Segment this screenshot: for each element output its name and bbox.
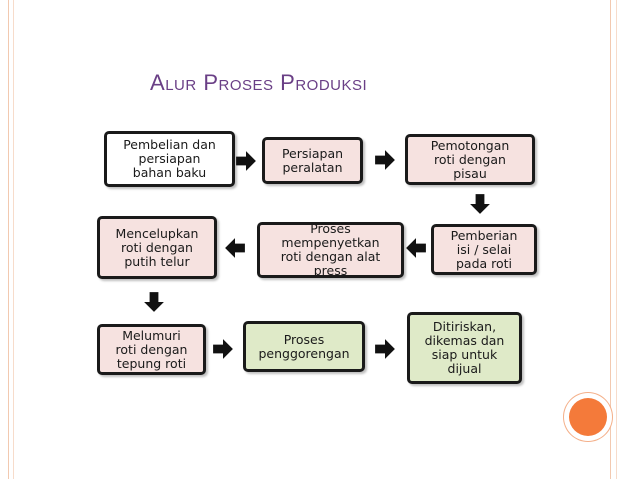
step-pemberian-isi: Pemberian isi / selai pada roti — [431, 224, 537, 275]
decorative-circle — [569, 398, 607, 436]
arrow-right-icon — [236, 151, 256, 171]
step-label: Mencelupkan roti dengan putih telur — [115, 225, 199, 269]
title-rest: ROSES — [218, 77, 274, 94]
step-label: Persiapan peralatan — [281, 145, 344, 175]
left-border-line — [13, 0, 14, 479]
right-border-line — [610, 0, 611, 479]
step-persiapan-peralatan: Persiapan peralatan — [262, 137, 363, 184]
arrow-left-icon — [406, 238, 426, 258]
arrow-down-icon — [470, 194, 490, 214]
step-mencelupkan-roti: Mencelupkan roti dengan putih telur — [97, 216, 217, 279]
title-rest: LUR — [165, 77, 197, 94]
title-initial: A — [150, 70, 166, 95]
step-label: Pembelian dan persiapan bahan baku — [123, 137, 216, 180]
arrow-right-icon — [213, 339, 233, 359]
step-label: Melumuri roti dengan tepung roti — [115, 327, 188, 371]
step-ditiriskan-dikemas: Ditiriskan, dikemas dan siap untuk dijua… — [407, 312, 522, 384]
title-initial: P — [203, 70, 219, 95]
slide-title: ALUR PROSES PRODUKSI — [150, 70, 367, 96]
arrow-down-icon — [144, 292, 164, 312]
step-label: Pemotongan roti dengan pisau — [430, 137, 510, 181]
step-label: Proses mempenyetkan roti dengan alat pre… — [280, 222, 381, 278]
step-pembelian-bahan-baku: Pembelian dan persiapan bahan baku — [104, 131, 235, 187]
left-border-line — [8, 0, 9, 479]
title-rest: RODUKSI — [295, 77, 368, 94]
right-border-line — [616, 0, 617, 479]
step-melumuri-roti: Melumuri roti dengan tepung roti — [97, 324, 206, 375]
step-label: Pemberian isi / selai pada roti — [450, 227, 518, 271]
step-proses-mempenyetkan: Proses mempenyetkan roti dengan alat pre… — [257, 222, 404, 278]
step-pemotongan-roti: Pemotongan roti dengan pisau — [405, 134, 535, 185]
title-initial: P — [280, 70, 296, 95]
step-label: Proses penggorengan — [258, 331, 350, 361]
arrow-left-icon — [225, 238, 245, 258]
step-label: Ditiriskan, dikemas dan siap untuk dijua… — [424, 319, 505, 376]
arrow-right-icon — [375, 339, 395, 359]
arrow-right-icon — [375, 150, 395, 170]
step-proses-penggorengan: Proses penggorengan — [243, 321, 365, 372]
